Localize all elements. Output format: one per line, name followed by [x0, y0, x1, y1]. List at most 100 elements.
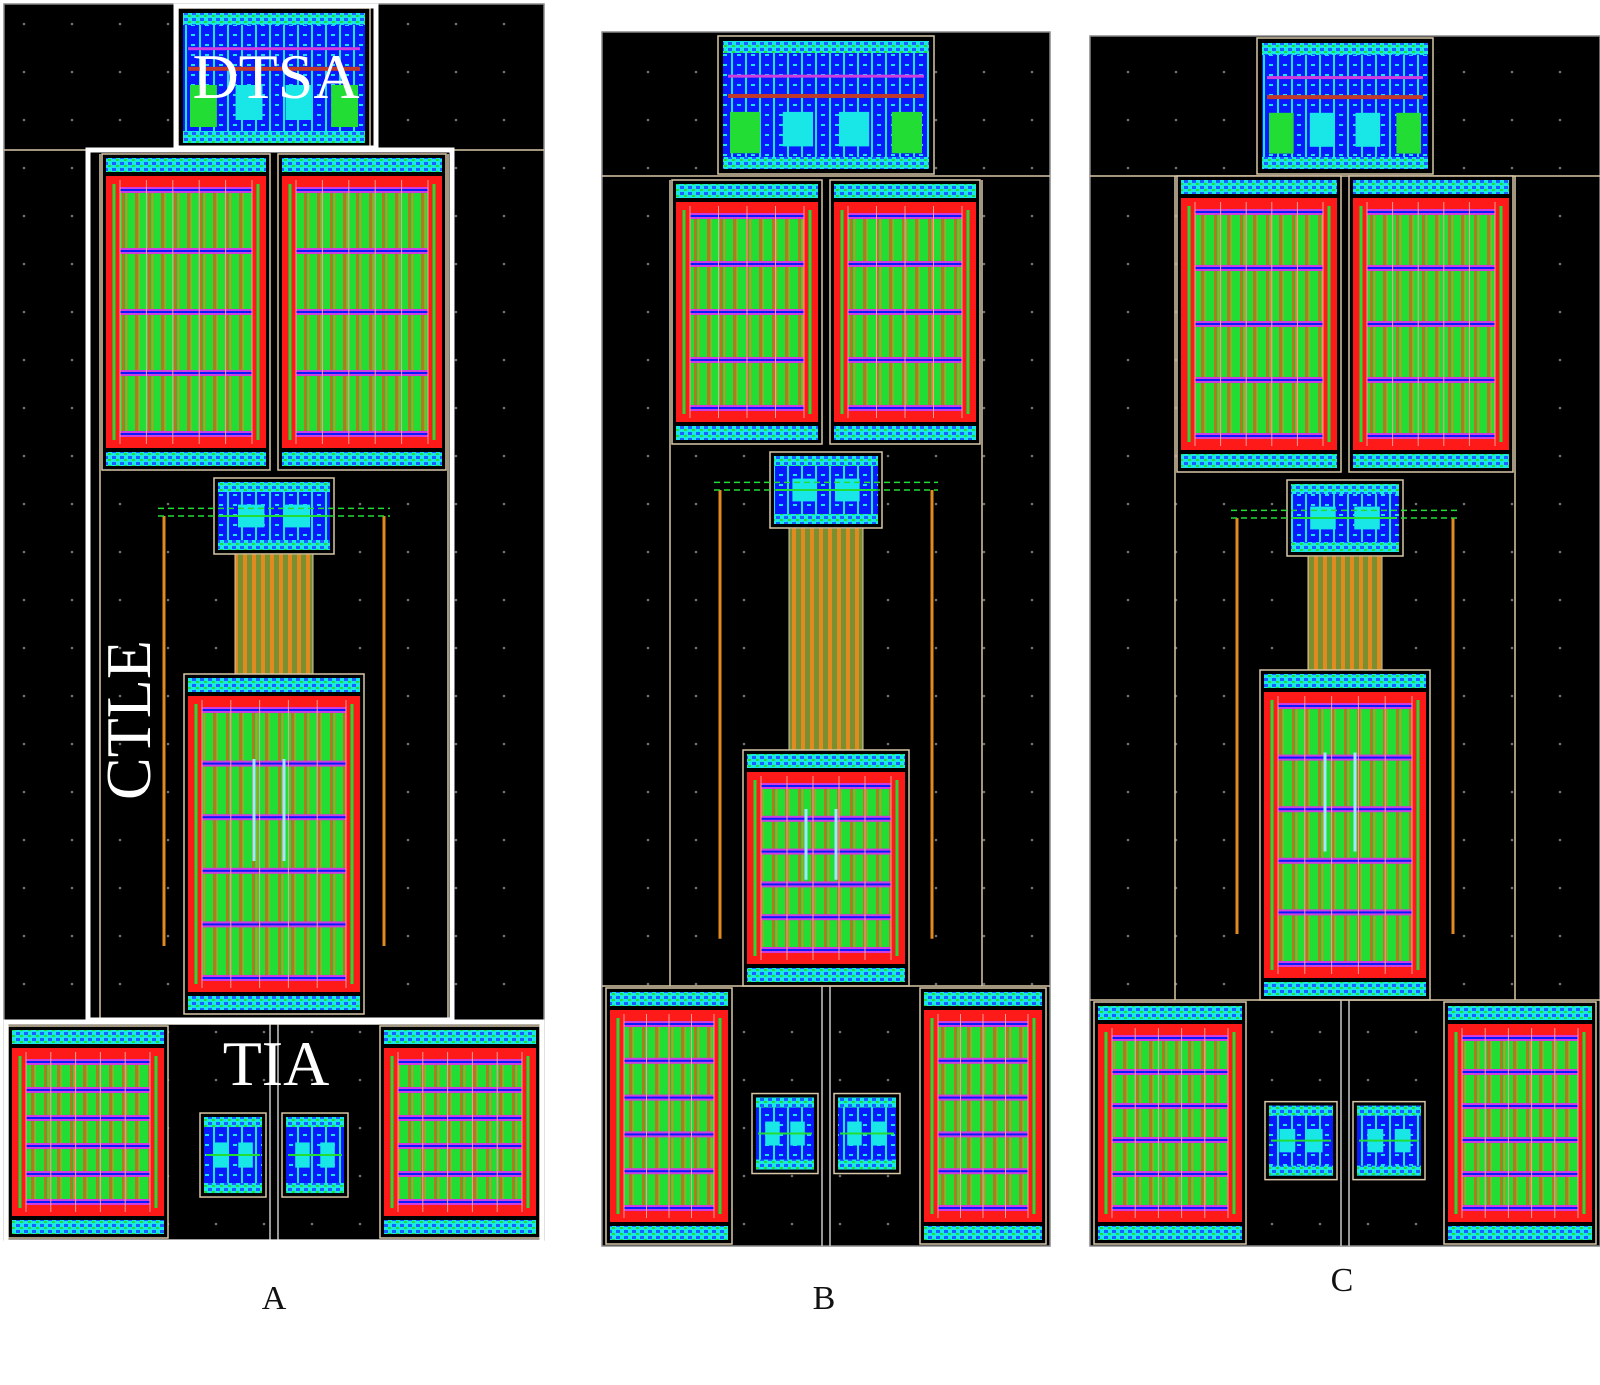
cell-bottom-rail — [218, 540, 330, 550]
array-row-strap — [1112, 1037, 1228, 1039]
cell-top-rail — [286, 1117, 344, 1128]
array-row-strap — [202, 869, 346, 872]
dtsa-bottom-rail — [723, 157, 929, 169]
array-fingers — [1112, 1038, 1228, 1208]
array-row-strap — [1278, 911, 1412, 914]
tia-cell-left — [1264, 1100, 1338, 1181]
cell-top-rail — [1357, 1105, 1421, 1116]
cell-top-rail — [756, 1097, 814, 1108]
array-row-strap — [1278, 705, 1412, 707]
ctle-resistor-bundle — [1307, 555, 1383, 671]
tia-array-right — [919, 987, 1047, 1245]
array-top-rail — [1353, 180, 1509, 194]
array-row-strap — [1112, 1139, 1228, 1141]
array-row-strap — [1462, 1207, 1578, 1209]
dtsa-red-strap — [728, 93, 924, 98]
array-row-strap — [202, 762, 346, 765]
array-row-strap — [202, 709, 346, 711]
tia-label: TIA — [223, 1028, 330, 1099]
ctle-resistor-bundle — [788, 527, 864, 751]
array-row-strap — [761, 850, 891, 853]
array-top-rail — [12, 1030, 164, 1044]
dtsa-block — [1256, 37, 1434, 175]
dtsa-red-strap — [188, 66, 360, 71]
array-top-rail — [924, 992, 1042, 1006]
array-row-strap — [398, 1117, 522, 1119]
cell-bottom-rail — [204, 1183, 262, 1194]
array-row-strap — [1278, 808, 1412, 811]
array-row-strap — [296, 311, 428, 313]
tia-array-right — [1443, 1001, 1597, 1245]
bundle — [788, 527, 864, 751]
ctle-load-array — [1259, 669, 1431, 1001]
array-row-strap — [1195, 267, 1323, 269]
ctle-array-left — [1176, 175, 1342, 473]
tia-cell-left — [199, 1112, 267, 1198]
array-bottom-rail — [610, 1226, 728, 1240]
dtsa-green — [891, 111, 922, 154]
array-row-strap — [26, 1201, 150, 1203]
dtsa-block — [177, 7, 371, 149]
dtsa-device — [1355, 112, 1381, 147]
ctle-array-right — [829, 179, 981, 445]
array-row-strap — [1195, 379, 1323, 381]
array-bottom-rail — [676, 426, 818, 440]
cell-bottom-rail — [1357, 1165, 1421, 1176]
cell-bottom-rail — [774, 514, 878, 524]
array-row-strap — [1195, 323, 1323, 325]
cell-bottom-rail — [838, 1159, 896, 1170]
array-row-strap — [1367, 211, 1495, 213]
array-row-strap — [120, 189, 252, 191]
dtsa-green — [1396, 112, 1421, 154]
array-row-strap — [202, 816, 346, 819]
array-row-strap — [398, 1061, 522, 1063]
array-row-strap — [1195, 211, 1323, 213]
panel-a-label: A — [261, 1280, 287, 1317]
array-row-strap — [120, 250, 252, 252]
tia-array-left — [605, 987, 733, 1245]
array-row-strap — [1112, 1071, 1228, 1073]
array-fingers — [26, 1062, 150, 1202]
dtsa-device — [235, 85, 263, 120]
array-row-strap — [26, 1117, 150, 1119]
tia-cell-right — [1352, 1100, 1426, 1181]
array-row-strap — [296, 250, 428, 252]
tia-array-left — [7, 1025, 169, 1239]
ctle-load-array — [742, 749, 910, 987]
array-bottom-rail — [1353, 454, 1509, 468]
array-row-strap — [26, 1061, 150, 1063]
array-top-rail — [282, 158, 442, 172]
array-row-strap — [1367, 267, 1495, 269]
bundle — [1307, 555, 1383, 671]
array-row-strap — [1462, 1139, 1578, 1141]
array-row-strap — [1278, 963, 1412, 965]
array-row-strap — [1367, 435, 1495, 437]
tia-highlight-box — [3, 1019, 545, 1245]
array-row-strap — [761, 785, 891, 787]
panel-b-label: B — [812, 1280, 836, 1317]
dtsa-device — [782, 111, 814, 147]
array-row-strap — [26, 1089, 150, 1091]
array-row-strap — [398, 1201, 522, 1203]
cell-bottom-rail — [1291, 542, 1399, 552]
array-row-strap — [761, 949, 891, 951]
array-top-rail — [384, 1030, 536, 1044]
array-top-rail — [610, 992, 728, 1006]
array-row-strap — [761, 817, 891, 820]
cell-top-rail — [1269, 1105, 1333, 1116]
array-bottom-rail — [282, 452, 442, 466]
array-row-strap — [26, 1145, 150, 1147]
array-bottom-rail — [1264, 982, 1426, 996]
cell-top-rail — [204, 1117, 262, 1128]
array-bottom-rail — [384, 1220, 536, 1234]
dtsa-red-strap — [1267, 95, 1423, 100]
bundle — [234, 553, 314, 675]
ctle-array-left — [101, 153, 271, 471]
dtsa-green — [1269, 112, 1294, 154]
array-row-strap — [1367, 379, 1495, 381]
array-row-strap — [1112, 1207, 1228, 1209]
array-fingers — [1462, 1038, 1578, 1208]
tia-array-left — [1093, 1001, 1247, 1245]
tia-cell-left — [751, 1092, 819, 1175]
